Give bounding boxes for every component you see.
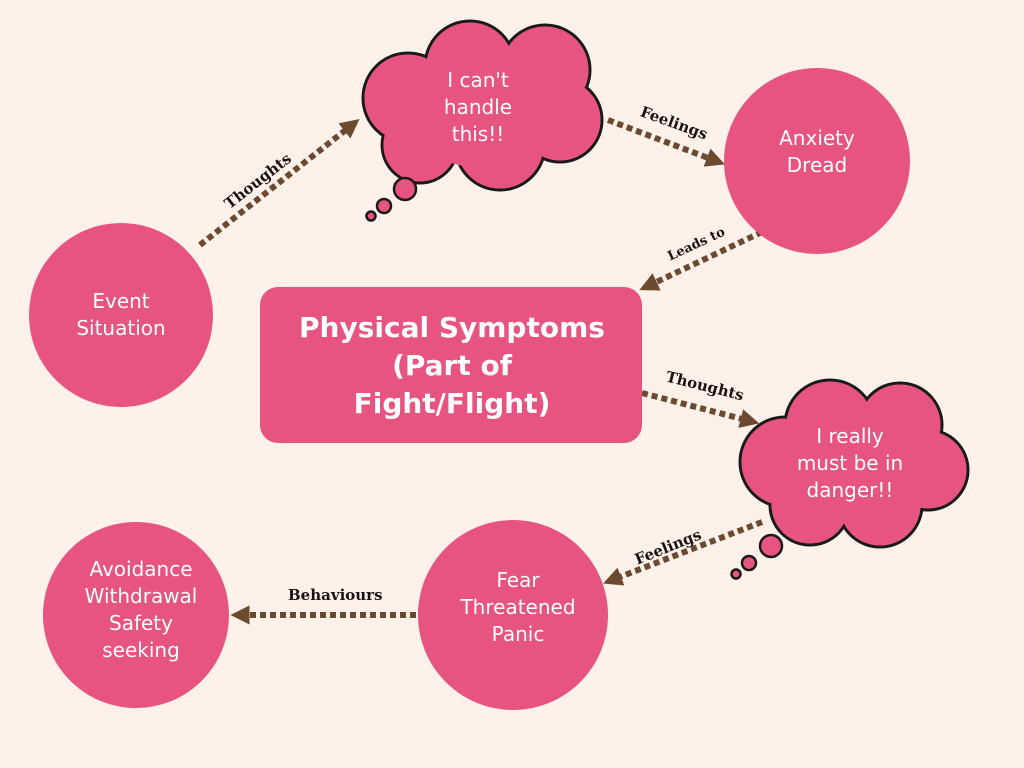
event-line-2: Situation	[76, 316, 166, 340]
arrow-physical-to-thought2	[641, 390, 760, 428]
event-line-1: Event	[92, 289, 150, 313]
behaviour-line-4: seeking	[102, 638, 180, 662]
physical-line-3: Fight/Flight)	[353, 387, 551, 420]
thought2-line-2: must be in	[796, 450, 904, 475]
thought-bubble-small	[365, 210, 377, 222]
thought2-node-text: I really must be in danger!!	[785, 418, 915, 508]
physical-line-2: (Part of	[392, 349, 512, 382]
arrow-event-to-thought1	[198, 119, 360, 248]
event-node-text: Event Situation	[41, 255, 201, 375]
arrow-thought2-to-feeling2	[603, 519, 764, 586]
thought-bubble-medium	[740, 554, 758, 572]
feeling1-line-1: Anxiety	[779, 126, 855, 150]
edge-label-feeling2-to-behaviour: Behaviours	[288, 586, 383, 604]
feeling1-node	[724, 68, 910, 254]
thought-bubble-large	[392, 176, 418, 202]
physical-line-1: Physical Symptoms	[299, 311, 605, 344]
thought1-line-3: this!!	[451, 121, 505, 146]
thought2-line-1: I really	[816, 423, 884, 448]
thought-bubble-small	[730, 568, 742, 580]
thought1-line-2: handle	[443, 94, 513, 119]
thought2-line-3: danger!!	[806, 477, 894, 502]
thought1-node-text: I can't handle this!!	[418, 57, 538, 157]
thought-cloud-1	[361, 19, 604, 222]
feeling2-line-1: Fear	[496, 568, 540, 592]
feeling2-line-2: Threatened	[460, 595, 576, 619]
feeling2-node-text: Fear Threatened Panic	[438, 565, 598, 650]
feeling1-line-2: Dread	[786, 153, 848, 177]
thought1-line-1: I can't	[447, 67, 509, 92]
event-node	[29, 223, 213, 407]
thought-cloud-2	[730, 378, 970, 580]
feeling1-node-text: Anxiety Dread	[737, 112, 897, 192]
physical-node-text: Physical Symptoms (Part of Fight/Flight)	[262, 301, 642, 431]
behaviour-line-2: Withdrawal	[84, 584, 198, 608]
feeling2-node	[418, 520, 608, 710]
behaviour-line-1: Avoidance	[89, 557, 193, 581]
arrow-feeling1-to-physical	[639, 229, 764, 291]
thought-bubble-medium	[375, 197, 393, 215]
thought-bubble-large	[758, 533, 784, 559]
behaviour-node-text: Avoidance Withdrawal Safety seeking	[56, 555, 226, 665]
behaviour-line-3: Safety	[109, 611, 173, 635]
physical-node	[260, 287, 642, 443]
feeling2-line-3: Panic	[491, 622, 545, 646]
behaviour-node	[43, 522, 229, 708]
